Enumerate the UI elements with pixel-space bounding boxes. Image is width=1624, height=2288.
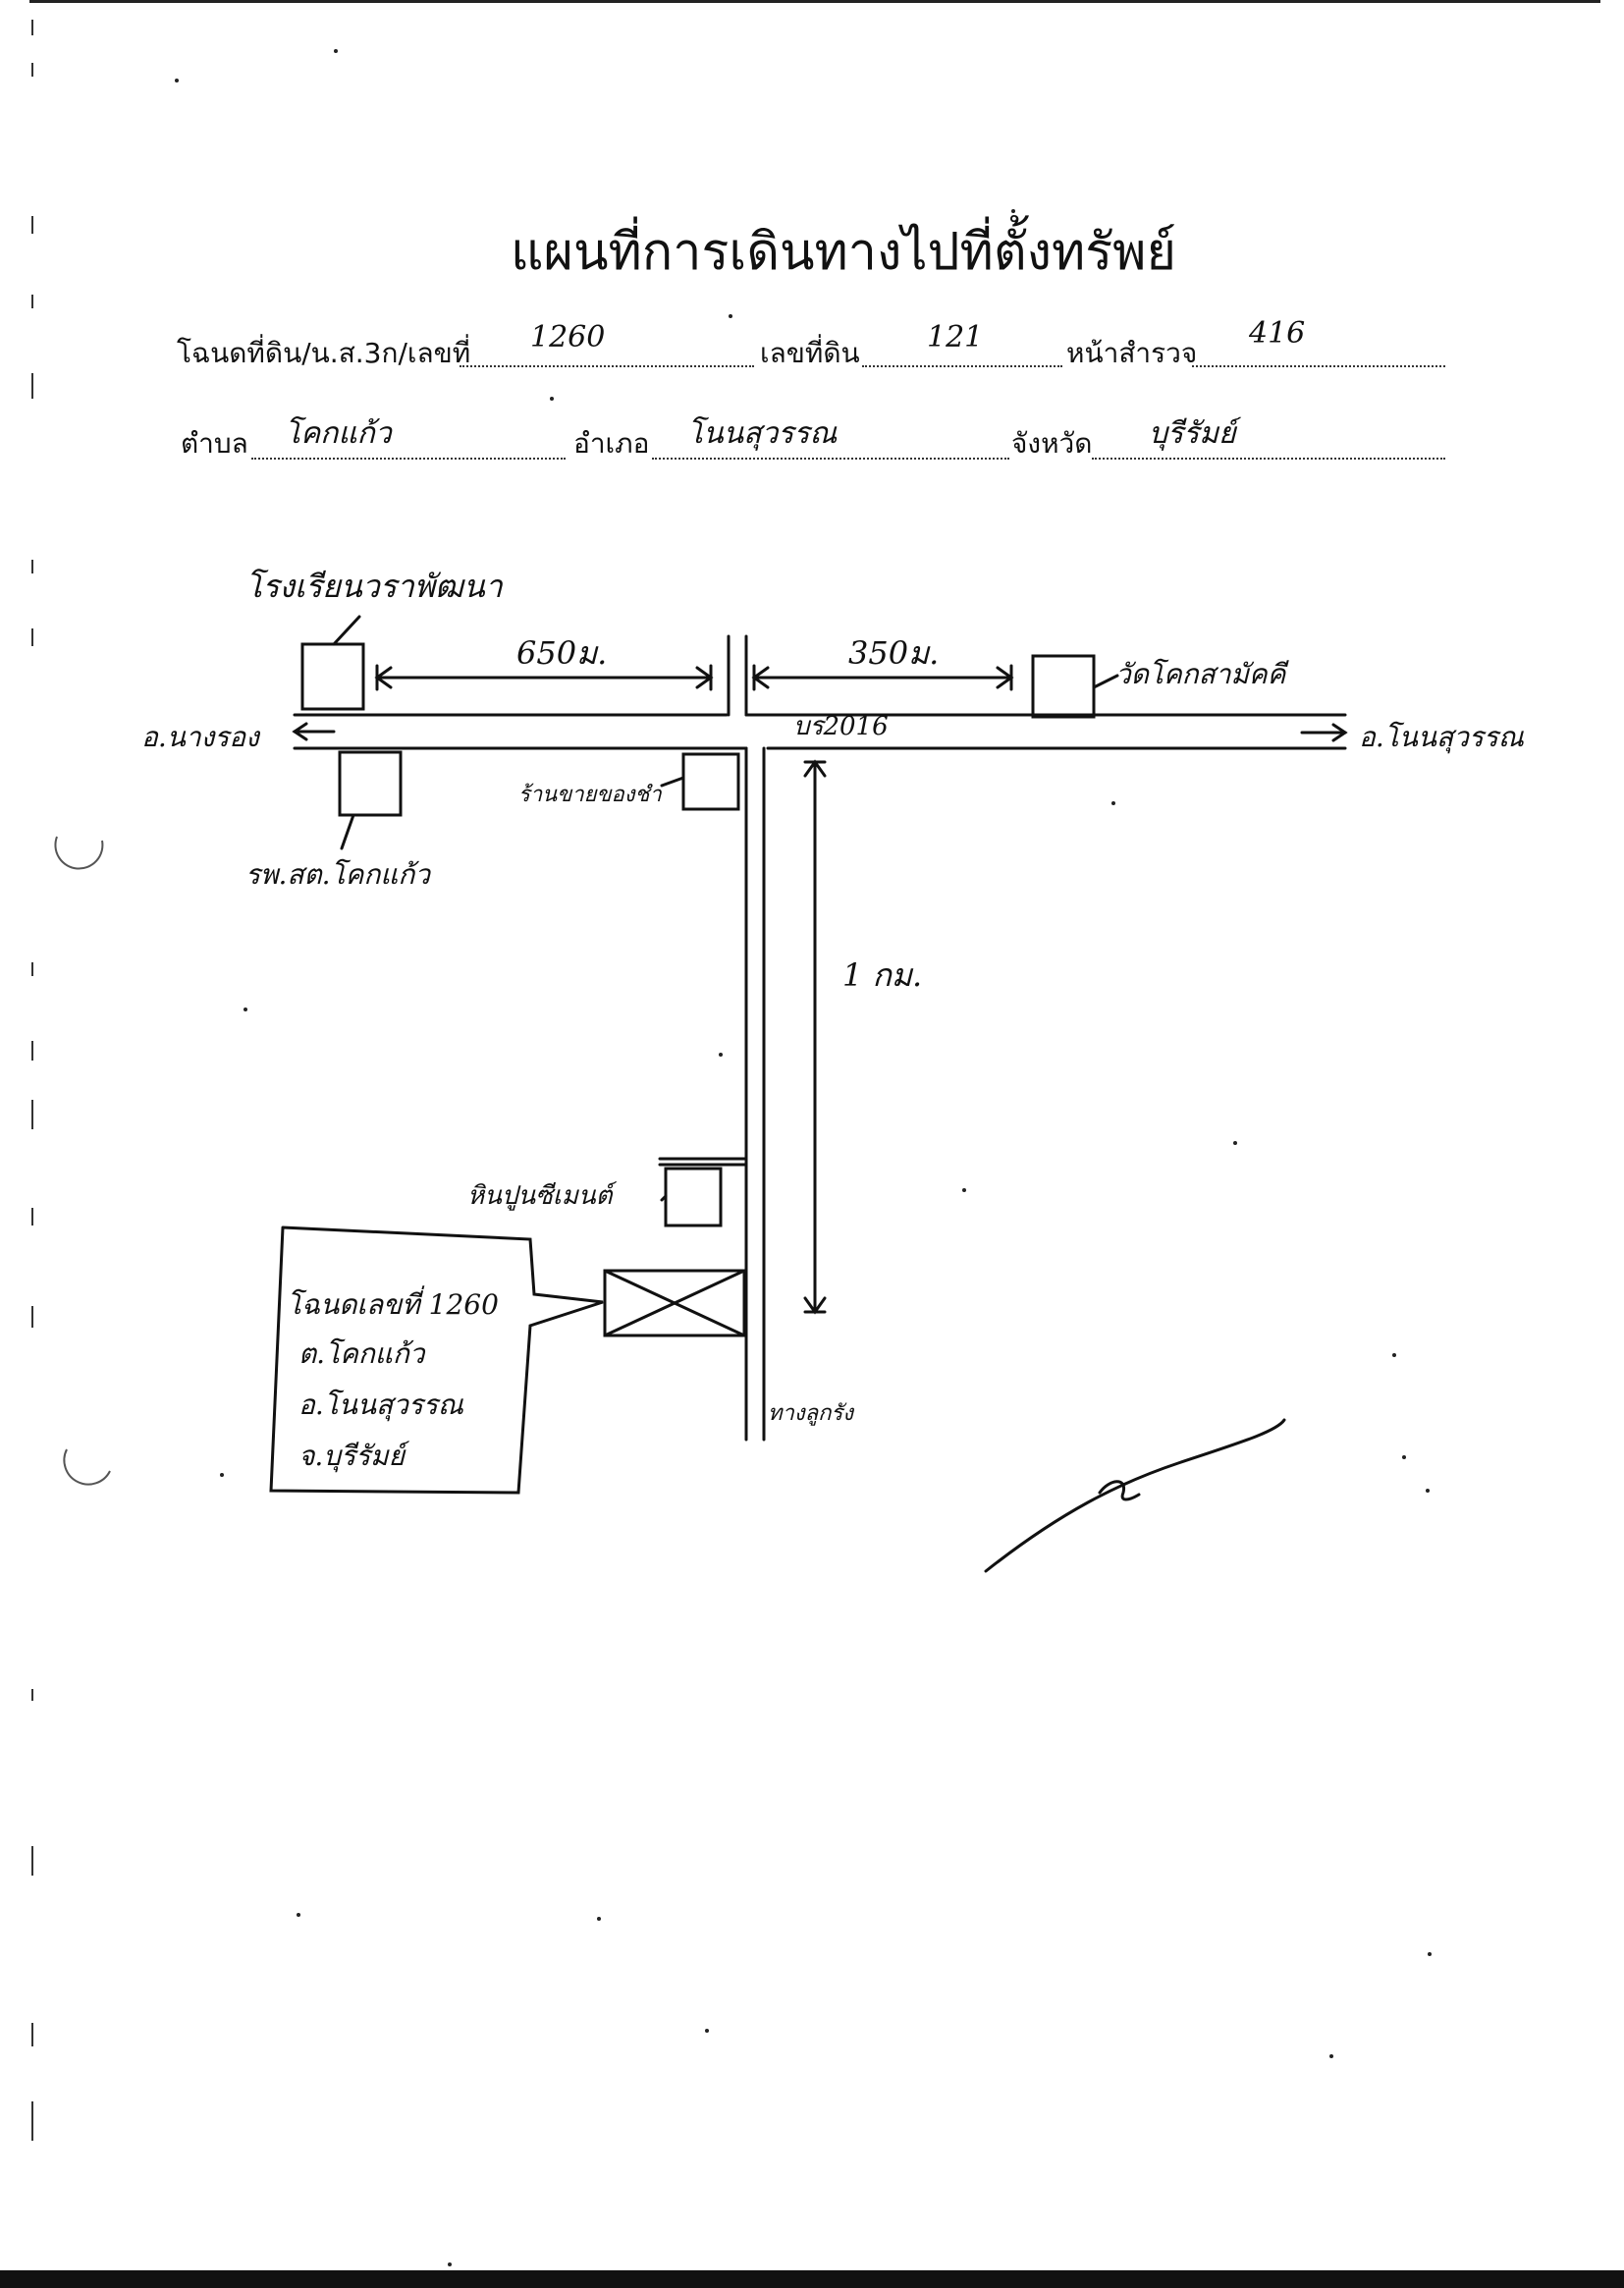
property-note-box: [269, 1226, 604, 1495]
deed-label: โฉนดที่ดิน/น.ส.3ก/เลขที่: [177, 337, 471, 369]
province-label: จังหวัด: [1011, 427, 1093, 460]
note-line-1: โฉนดเลขที่ 1260: [287, 1285, 499, 1321]
school-building: [300, 642, 365, 711]
district-dotted-line: [652, 458, 1009, 460]
province-dotted-line: [1092, 458, 1445, 460]
land-no-dotted-line: [862, 365, 1062, 367]
cement-shop-building: [664, 1167, 723, 1227]
cement-shop-label: หินปูนซีเมนต์: [467, 1181, 618, 1211]
deed-value: 1260: [530, 320, 606, 354]
dist-left-label: 650ม.: [516, 634, 607, 672]
district-value: โนนสุวรรณ: [687, 416, 838, 451]
road-end-label: ทางลูกรัง: [768, 1401, 855, 1426]
page-title: แผนที่การเดินทางไปที่ตั้งทรัพย์: [511, 223, 1176, 282]
health-center-label: รพ.สต.โคกแก้ว: [245, 858, 432, 891]
dist-vertical-label: 1 กม.: [842, 956, 922, 994]
subdistrict-value: โคกแก้ว: [285, 416, 392, 451]
shop-building: [681, 752, 740, 811]
health-center-building: [338, 750, 403, 817]
survey-label: หน้าสำรวจ: [1066, 337, 1198, 369]
scan-top-edge: [29, 0, 1600, 3]
school-label: โรงเรียนวราพัฒนา: [245, 568, 504, 605]
land-no-value: 121: [927, 320, 984, 354]
note-line-2: ต.โคกแก้ว: [298, 1337, 427, 1370]
province-value: บุรีรัมย์: [1149, 416, 1236, 451]
survey-value: 416: [1249, 316, 1306, 351]
signature: [984, 1418, 1286, 1573]
property-lot: [603, 1269, 746, 1337]
temple-label: วัดโคกสามัคคี: [1115, 658, 1289, 690]
note-line-3: อ.โนนสุวรรณ: [298, 1389, 464, 1422]
punch-hole-bottom: [63, 1448, 111, 1486]
district-label: อำเภอ: [573, 427, 650, 460]
scan-bottom-edge: [0, 2270, 1624, 2288]
punch-hole-top: [54, 836, 104, 870]
temple-building: [1031, 654, 1096, 719]
dist-right-label: 350ม.: [848, 634, 939, 672]
road-label: บร2016: [793, 712, 889, 741]
to-right-label: อ.โนนสุวรรณ: [1359, 721, 1525, 754]
note-line-4: จ.บุรีรัมย์: [298, 1440, 410, 1473]
to-left-label: อ.นางรอง: [141, 721, 261, 753]
deed-dotted-line: [460, 365, 754, 367]
shop-label: ร้านขายของชำ: [518, 783, 662, 807]
land-no-label: เลขที่ดิน: [760, 337, 860, 369]
subdistrict-dotted-line: [251, 458, 566, 460]
survey-dotted-line: [1192, 365, 1445, 367]
subdistrict-label: ตำบล: [181, 427, 248, 460]
